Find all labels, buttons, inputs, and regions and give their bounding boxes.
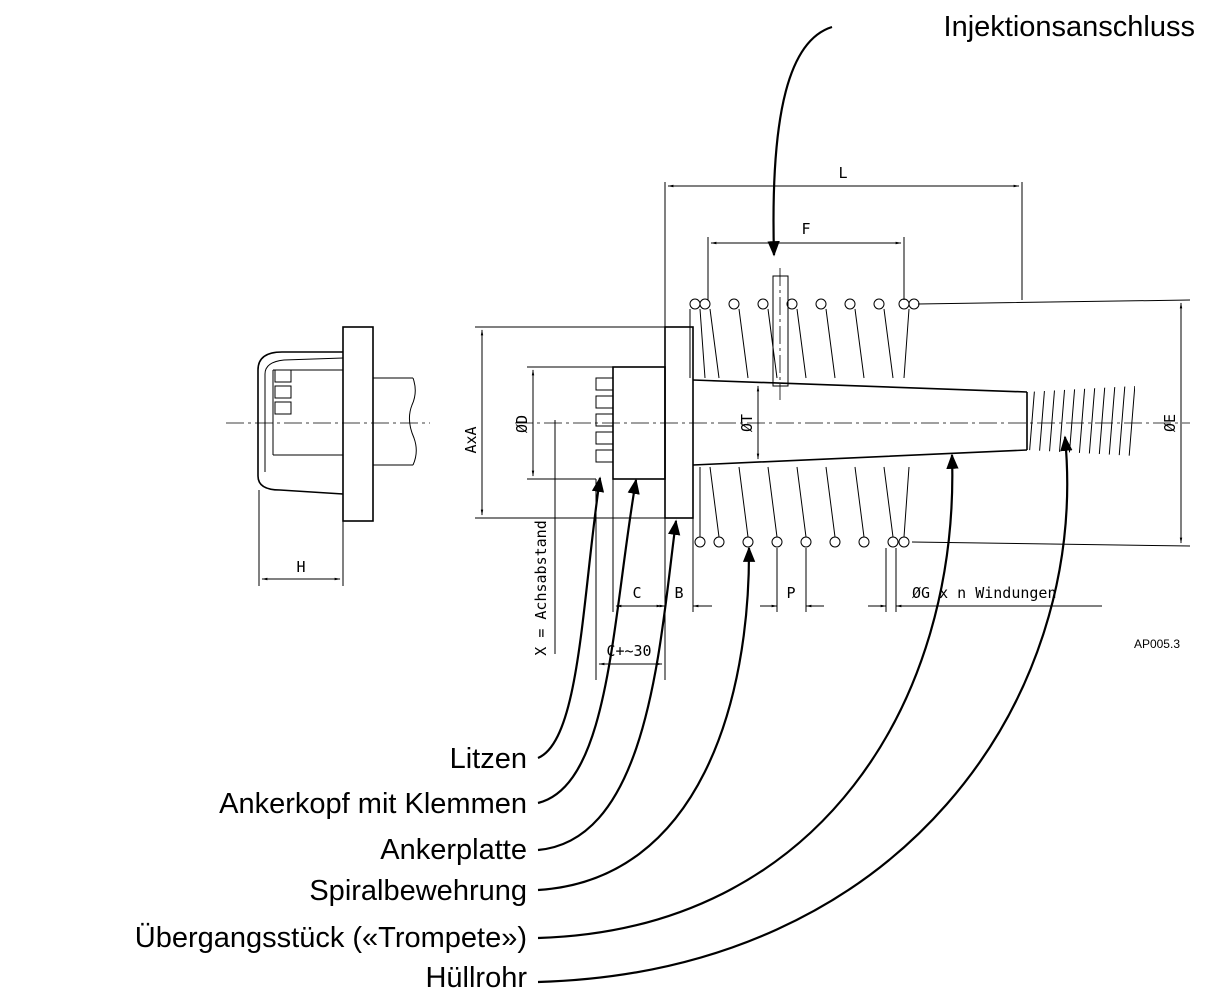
dim-c30: C+~30 (606, 642, 651, 660)
dim-e: ØE (1161, 414, 1179, 432)
drawing-code: AP005.3 (1134, 637, 1180, 651)
label-strands: Litzen (450, 743, 527, 775)
spiral-reinforcement (689, 298, 1191, 548)
trumpet (692, 379, 1028, 466)
side-view: H (226, 326, 430, 586)
dim-g: ØG x n Windungen (912, 584, 1057, 602)
dim-t: ØT (738, 414, 756, 432)
label-anchor-head: Ankerkopf mit Klemmen (219, 788, 527, 820)
side-view-duct (373, 377, 417, 466)
injection-port (772, 275, 789, 387)
dim-axa: AxA (462, 426, 480, 453)
main-view (515, 268, 1191, 548)
dim-p: P (786, 584, 795, 602)
leader-duct (537, 435, 1073, 984)
leader-injection (767, 25, 833, 257)
dim-x: X = Achsabstand (532, 520, 550, 655)
label-duct: Hüllrohr (425, 962, 527, 994)
duct (1026, 386, 1135, 456)
dim-b: B (674, 584, 683, 602)
callout-labels: Injektionsanschluss Litzen Ankerkopf mit… (135, 11, 1195, 994)
dim-h: H (296, 558, 305, 576)
label-trumpet: Übergangsstück («Trompete») (135, 922, 527, 954)
label-spiral: Spiralbewehrung (309, 875, 527, 907)
leader-spiral (537, 546, 756, 892)
label-anchor-plate: Ankerplatte (380, 834, 527, 866)
leader-trumpet (537, 453, 959, 940)
label-injection: Injektionsanschluss (944, 11, 1195, 43)
dim-d: ØD (513, 415, 531, 433)
leader-strands (537, 476, 605, 760)
dim-c: C (632, 584, 641, 602)
anchor-plate (664, 326, 694, 519)
dimensions: L F AxA ØD ØT ØE X = Achsabstand C B (462, 164, 1183, 680)
leader-anchor-head (537, 478, 640, 805)
side-view-strands (274, 369, 292, 415)
leader-anchor-plate (537, 519, 681, 852)
strand-ends (595, 377, 614, 463)
dim-f: F (801, 220, 810, 238)
leader-lines (537, 25, 1073, 984)
side-view-plate (342, 326, 374, 522)
dim-l: L (838, 164, 847, 182)
side-view-cap-inner (264, 357, 344, 472)
